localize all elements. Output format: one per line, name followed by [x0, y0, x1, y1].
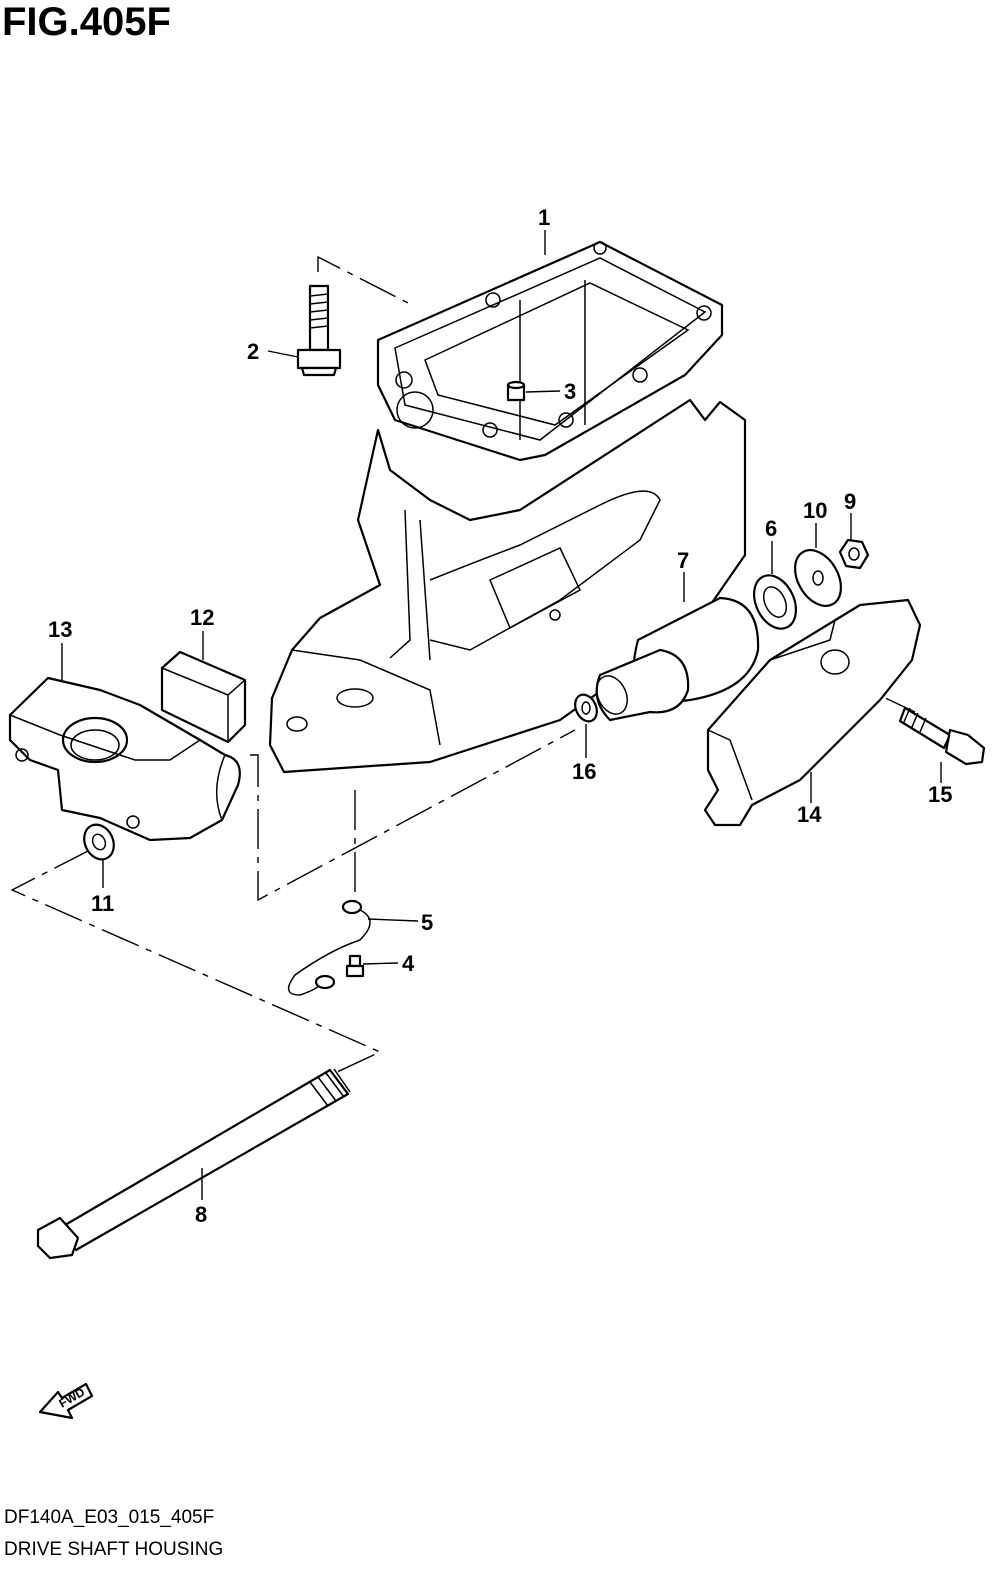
callout-14: 14: [797, 802, 822, 827]
washer-part: [753, 574, 797, 630]
washer-small-part: [83, 823, 115, 861]
callout-6: 6: [765, 516, 777, 541]
callout-2: 2: [247, 339, 259, 364]
callout-leaders: [61, 230, 942, 1200]
figure-name: DRIVE SHAFT HOUSING: [4, 1539, 224, 1560]
bracket-part: [8, 676, 241, 842]
callout-11: 11: [91, 891, 114, 916]
rubber-pad-part: [160, 650, 247, 744]
cover-part: [703, 598, 922, 827]
fwd-arrow-icon: FWD: [38, 1382, 94, 1420]
washer-large-part: [793, 549, 843, 607]
callout-1: 1: [538, 205, 550, 230]
callout-5: 5: [421, 910, 433, 935]
callout-4: 4: [402, 951, 415, 976]
callout-16: 16: [572, 759, 596, 784]
drive-shaft-housing-part: [268, 240, 747, 774]
ground-wire-part: [287, 899, 371, 996]
callout-13: 13: [48, 617, 72, 642]
callout-8: 8: [195, 1202, 207, 1227]
callout-12: 12: [190, 605, 214, 630]
washer-tiny-part: [574, 693, 598, 723]
callout-7: 7: [677, 548, 689, 573]
callout-labels: 1 2 3 4 5 6 7 8 9 10 11 12 13 14 15 16: [48, 205, 952, 1227]
callout-10: 10: [803, 498, 827, 523]
callout-15: 15: [928, 782, 952, 807]
dowel-pin-part: [506, 380, 526, 402]
mount-part: [595, 596, 760, 722]
screw-part: [345, 954, 365, 978]
callout-3: 3: [564, 379, 576, 404]
long-bolt-part: [36, 1068, 351, 1260]
nut-part: [838, 538, 870, 570]
flange-bolt-part: [296, 284, 342, 377]
figure-title: FIG.405F: [2, 0, 171, 44]
figure-code: DF140A_E03_015_405F: [4, 1507, 215, 1528]
callout-9: 9: [844, 489, 856, 514]
bolt-part: [898, 706, 986, 766]
